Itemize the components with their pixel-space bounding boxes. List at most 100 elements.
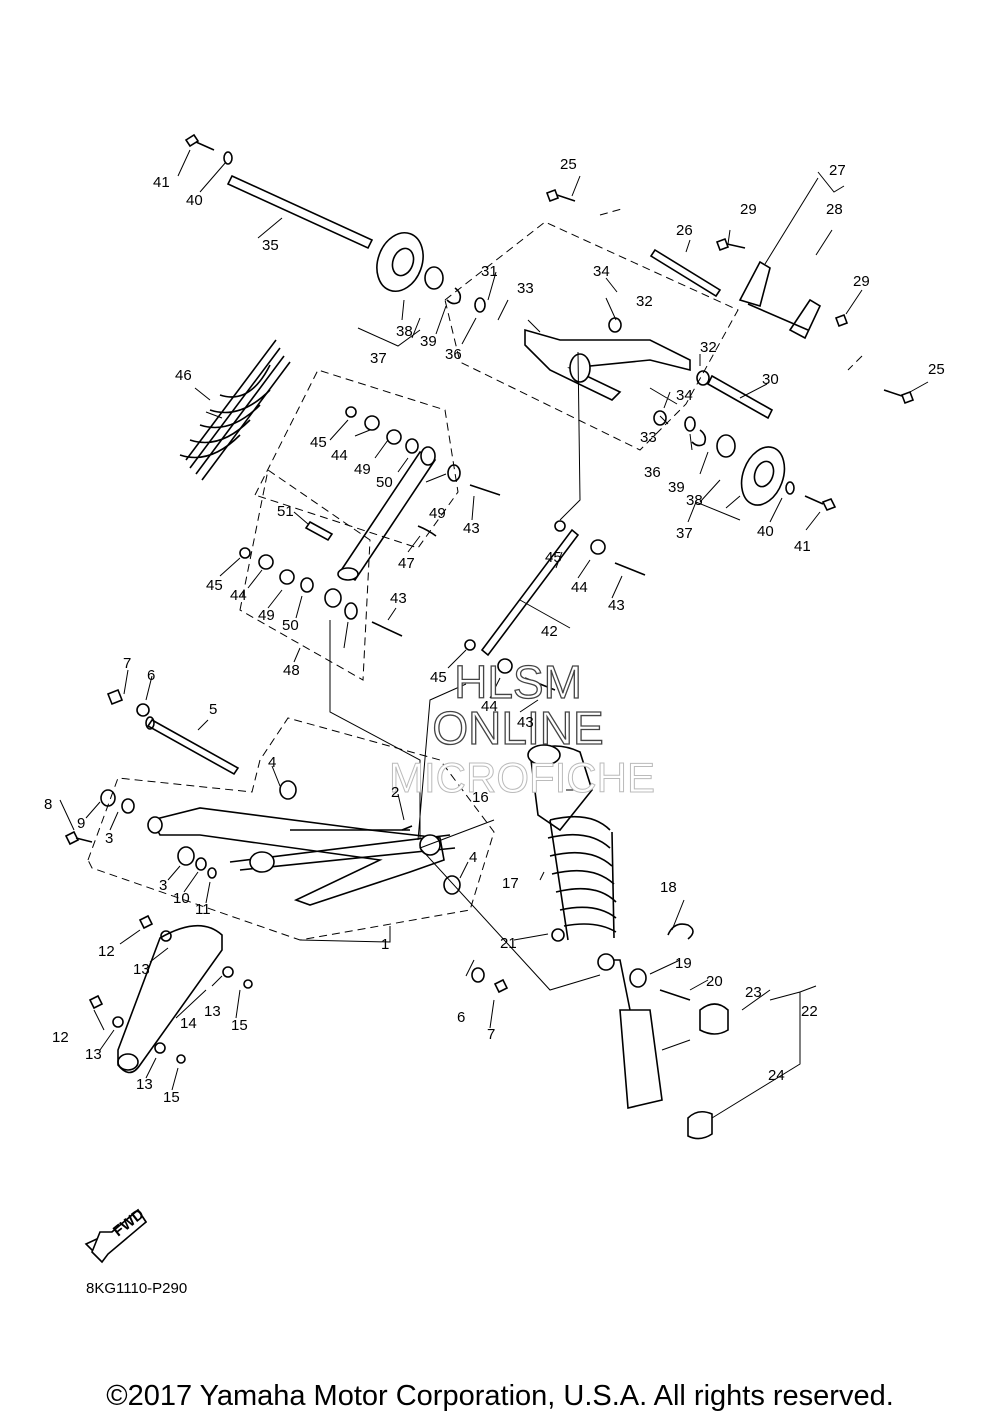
- part-label: 36: [445, 346, 462, 363]
- watermark-line1: HLSM: [454, 656, 582, 708]
- part-label: 11: [195, 901, 211, 918]
- part-label: 12: [52, 1029, 69, 1046]
- bolt-41-upper: [184, 133, 233, 165]
- front-shock-48: [239, 406, 501, 637]
- part-label: 40: [186, 192, 203, 209]
- part-label: 12: [98, 943, 115, 960]
- shaft-26: [649, 248, 722, 298]
- assembly-outlines: [87, 207, 863, 941]
- link-rod-42: [464, 520, 646, 691]
- part-label: 13: [85, 1046, 102, 1063]
- part-label: 38: [686, 492, 703, 509]
- part-label: 28: [826, 201, 843, 218]
- part-label: 41: [794, 538, 811, 555]
- part-label: 21: [500, 935, 517, 952]
- part-labels: 1 2 3 3 4 4 5 6 6 7 7 8 9 10 11 12 12 13…: [44, 156, 945, 1106]
- part-label: 43: [608, 597, 625, 614]
- part-label: 31: [481, 263, 498, 280]
- part-label: 13: [136, 1076, 153, 1093]
- part-label: 49: [429, 505, 446, 522]
- part-label: 37: [370, 350, 387, 367]
- part-label: 15: [231, 1017, 248, 1034]
- part-label: 51: [277, 503, 294, 520]
- part-label: 46: [175, 367, 192, 384]
- part-label: 50: [282, 617, 299, 634]
- part-label: 44: [230, 587, 247, 604]
- watermark: HLSM ONLINE MICROFICHE: [389, 655, 656, 801]
- part-label: 33: [517, 280, 534, 297]
- part-label: 39: [420, 333, 437, 350]
- part-label: 1: [381, 936, 389, 953]
- part-label: 50: [376, 474, 393, 491]
- part-label: 45: [430, 669, 447, 686]
- part-label: 29: [853, 273, 870, 290]
- part-label: 8: [44, 796, 52, 813]
- part-label: 37: [676, 525, 693, 542]
- part-label: 36: [644, 464, 661, 481]
- part-label: 4: [469, 849, 477, 866]
- axle-shaft-35: [226, 174, 486, 313]
- part-label: 7: [487, 1026, 495, 1043]
- bracket-27: [738, 260, 822, 340]
- part-label: 30: [762, 371, 779, 388]
- part-label: 13: [133, 961, 150, 978]
- part-label: 25: [928, 361, 945, 378]
- part-label: 43: [517, 714, 534, 731]
- part-label: 22: [801, 1003, 818, 1020]
- part-label: 29: [740, 201, 757, 218]
- part-label: 45: [206, 577, 223, 594]
- spring-46: [179, 339, 291, 481]
- part-label: 3: [105, 830, 113, 847]
- part-label: 34: [593, 263, 610, 280]
- part-label: 25: [560, 156, 577, 173]
- swing-arm-1: [147, 807, 456, 906]
- part-label: 34: [676, 387, 693, 404]
- part-label: 2: [391, 784, 399, 801]
- part-label: 42: [541, 623, 558, 640]
- part-label: 44: [481, 698, 498, 715]
- part-label: 18: [660, 879, 677, 896]
- part-label: 39: [668, 479, 685, 496]
- stopper-strap-14: [88, 914, 253, 1074]
- part-label: 48: [283, 662, 300, 679]
- watermark-line2: ONLINE: [432, 702, 603, 754]
- part-label: 14: [180, 1015, 197, 1032]
- part-label: 27: [829, 162, 846, 179]
- part-label: 40: [757, 523, 774, 540]
- part-label: 41: [153, 174, 170, 191]
- part-label: 23: [745, 984, 762, 1001]
- part-label: 17: [502, 875, 519, 892]
- part-label: 26: [676, 222, 693, 239]
- drawing-code: 8KG1110-P290: [86, 1280, 188, 1297]
- part-label: 7: [123, 655, 131, 672]
- watermark-line3: MICROFICHE: [389, 754, 655, 801]
- part-label: 45: [545, 549, 562, 566]
- axle-shaft-30: [684, 374, 837, 512]
- part-label: 16: [472, 789, 489, 806]
- part-label: 15: [163, 1089, 180, 1106]
- part-label: 49: [354, 461, 371, 478]
- part-label: 24: [768, 1067, 785, 1084]
- fwd-arrow-icon: FWD: [84, 1206, 148, 1264]
- part-label: 44: [331, 447, 348, 464]
- shaft-5: [145, 716, 240, 776]
- part-label: 32: [636, 293, 653, 310]
- part-label: 6: [457, 1009, 465, 1026]
- part-label: 33: [640, 429, 657, 446]
- part-label: 13: [204, 1003, 221, 1020]
- part-label: 43: [463, 520, 480, 537]
- part-label: 3: [159, 877, 167, 894]
- part-label: 9: [77, 815, 85, 832]
- part-label: 47: [398, 555, 415, 572]
- part-label: 20: [706, 973, 723, 990]
- rear-shock-22: [527, 744, 729, 1140]
- rocker-arm-31: [524, 317, 710, 426]
- part-label: 43: [390, 590, 407, 607]
- part-label: 35: [262, 237, 279, 254]
- lead-lines: [59, 149, 929, 1119]
- part-label: 19: [675, 955, 692, 972]
- small-parts-swing-arm: [64, 688, 509, 994]
- part-label: 38: [396, 323, 413, 340]
- part-label: 5: [209, 701, 217, 718]
